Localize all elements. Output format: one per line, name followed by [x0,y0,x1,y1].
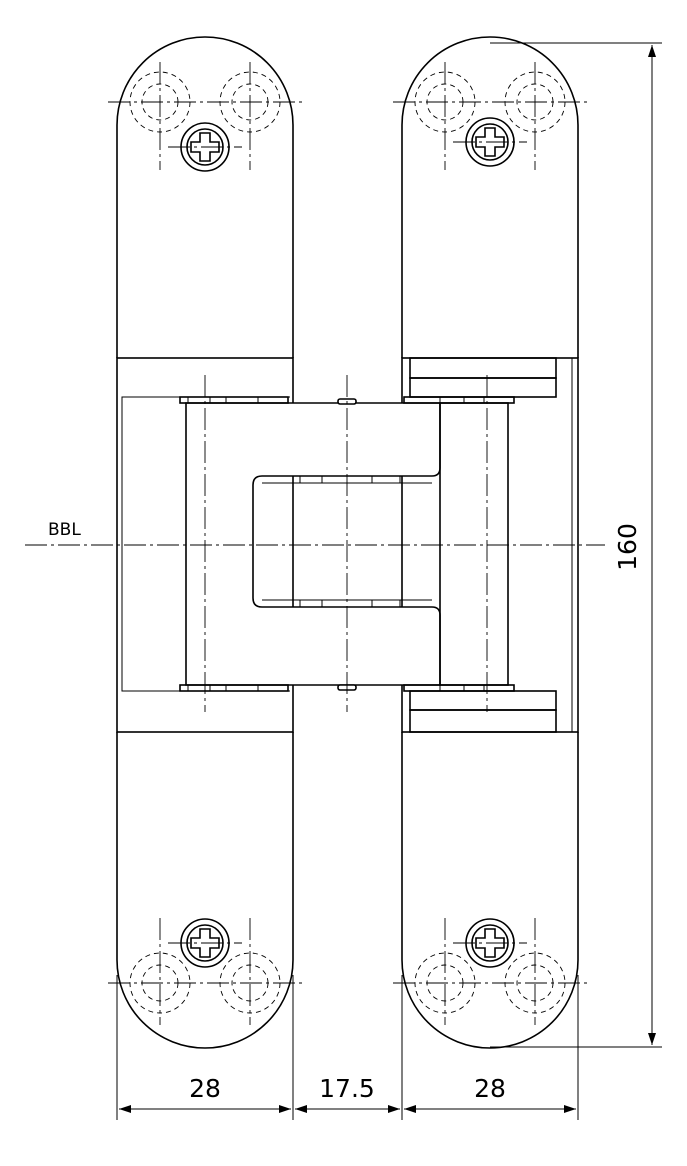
left-leaf-bottom-plate [116,732,294,1049]
left-leaf-inner-frame [121,396,189,692]
link-body [185,402,441,686]
left-leaf-top-plate [116,36,294,358]
right-leaf-bottom-step-lower [409,709,557,733]
right-leaf-top-step-lower [409,377,557,398]
right-leaf-bottom-plate [401,732,579,1049]
knuckle-strip-top-left [179,396,289,404]
right-leaf [401,36,579,1049]
right-leaf-bottom-step-upper [409,690,557,711]
right-leaf-top-step-upper [409,357,557,379]
screw-top-right [393,62,587,170]
knuckle-strip-bottom-left [179,684,289,692]
screw-bottom-left [108,918,302,1025]
gap-width-value: 17.5 [319,1074,375,1103]
link-right-block [439,402,509,686]
overall-height-value: 160 [613,523,642,571]
right-leaf-top-plate [401,36,579,358]
knuckle-strip-bottom-right [403,684,515,692]
link-mechanism [179,375,515,712]
right-leaf-width-value: 28 [474,1074,506,1103]
screw-bottom-right [393,918,587,1025]
dimension-overall-height: 160 [490,42,662,1048]
screw-top-left [108,62,302,172]
bbl-label: BBL [48,520,81,540]
left-leaf-width-value: 28 [189,1074,221,1103]
knuckle-strip-top-right [403,396,515,404]
dimension-widths: 28 17.5 28 [116,975,579,1120]
